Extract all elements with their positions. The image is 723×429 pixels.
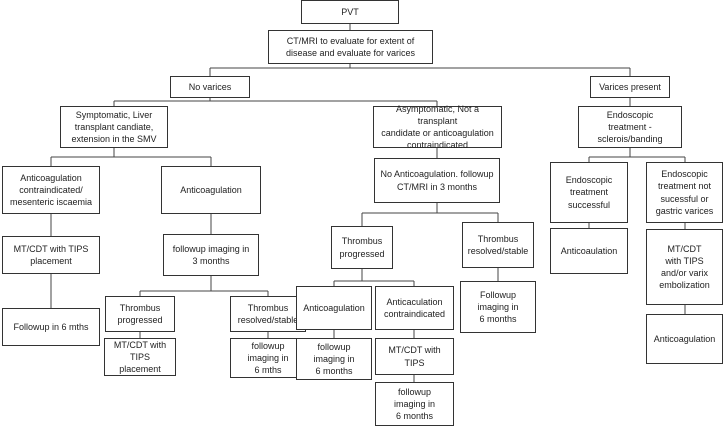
- node-followup-6months-bottom: followup imaging in 6 months: [375, 382, 454, 426]
- node-asymptomatic: Asymptomatic, Not a transplant candidate…: [373, 104, 502, 150]
- node-mt-cdt-tips-mid: MT/CDT with TIPS: [375, 338, 454, 375]
- node-thrombus-resolved-right: Thrombus resolved/stable: [462, 222, 534, 268]
- node-mt-cdt-tips-varix: MT/CDT with TIPS and/or varix embolizati…: [646, 229, 723, 305]
- node-pvt: PVT: [301, 0, 399, 24]
- node-no-ac-followup: No Anticoagulation. followup CT/MRI in 3…: [374, 158, 500, 203]
- node-no-varices: No varices: [170, 76, 250, 98]
- node-anticoaulation-endo: Anticoaulation: [550, 228, 628, 274]
- node-followup-6months-mid: followup imaging in 6 months: [296, 338, 372, 380]
- node-anticaculation-contra: Anticaculation contraindicated: [375, 286, 454, 330]
- node-thrombus-resolved-left: Thrombus resolved/stable: [230, 296, 306, 332]
- node-followup-6mths-left: Followup in 6 mths: [2, 308, 100, 346]
- node-varices-present: Varices present: [590, 76, 670, 98]
- node-endoscopic-treatment: Endoscopic treatment - sclerois/banding: [578, 106, 682, 148]
- node-mt-cdt-tips-left: MT/CDT with TIPS placement: [2, 236, 100, 274]
- node-endo-not-successful: Endoscopic treatment not sucessful or ga…: [646, 162, 723, 223]
- node-thrombus-progressed-left: Thrombus progressed: [105, 296, 175, 332]
- node-mt-cdt-tips-bottom-left: MT/CDT with TIPS placement: [104, 338, 176, 376]
- node-thrombus-progressed-mid: Thrombus progressed: [331, 226, 393, 269]
- node-anticoagulation-right: Anticoagulation: [646, 314, 723, 364]
- node-ac-contraindicated: Anticoagulation contraindicated/ mesente…: [2, 166, 100, 214]
- node-endo-successful: Endoscopic treatment successful: [550, 162, 628, 223]
- node-symptomatic: Symptomatic, Liver transplant candiate, …: [60, 106, 168, 148]
- node-ct-mri: CT/MRI to evaluate for extent of disease…: [268, 30, 433, 64]
- node-followup-6mths-mid: followup imaging in 6 mths: [230, 338, 306, 378]
- node-followup-6months-right: Followup imaging in 6 months: [460, 281, 536, 333]
- node-followup-3m: followup imaging in 3 months: [163, 234, 259, 276]
- node-anticoagulation-mid: Anticoagulation: [296, 286, 372, 330]
- node-anticoagulation-left: Anticoagulation: [161, 166, 261, 214]
